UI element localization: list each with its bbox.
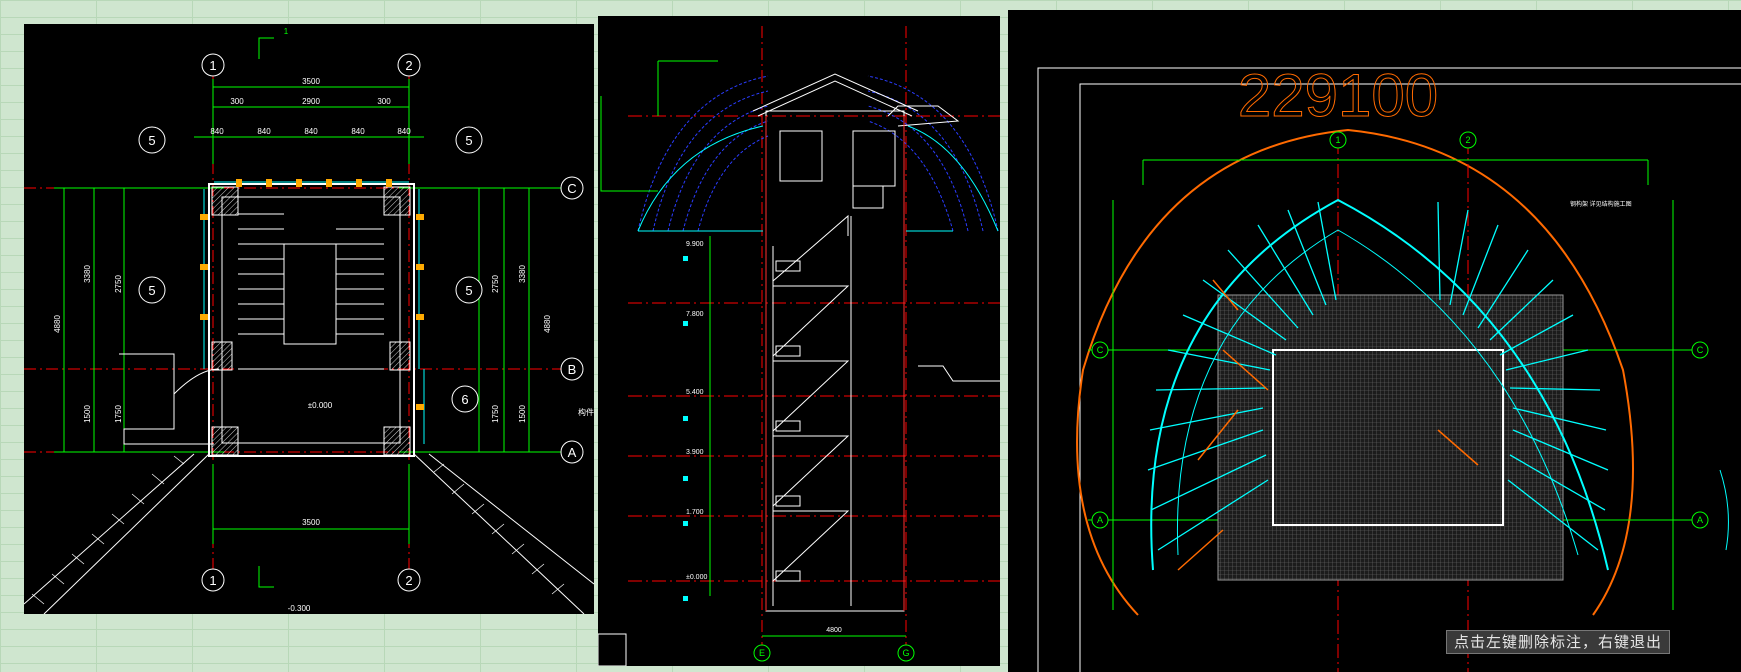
level-dimension [600, 60, 906, 637]
wall-sections [765, 116, 905, 611]
ucs-icon [598, 633, 627, 666]
dim-overall-top: 3500 [302, 77, 320, 86]
dim-post-1: 840 [210, 127, 224, 136]
roof-axis-label-a-left: A [1097, 515, 1103, 525]
canopy-edge-outer [1150, 198, 1609, 571]
dim-bottom-section: 4800 [826, 627, 842, 634]
dim-right-inner-upper: 2750 [491, 275, 500, 293]
dim-left-total: 4880 [53, 315, 62, 333]
detail-mark-mid-left: 5 [148, 283, 155, 298]
roof-canvas: 229100 [1037, 62, 1741, 672]
dim-bottom: 3500 [302, 518, 320, 527]
axis-label-e: E [759, 648, 765, 658]
ramp-hatch [31, 455, 565, 605]
dim-post-3: 840 [304, 127, 318, 136]
stair-section [772, 214, 852, 606]
level-tags [683, 256, 688, 601]
detail-mark-top-left: 5 [148, 133, 155, 148]
level-label-1: 9.900 [686, 241, 704, 248]
dim-right-lower: 1500 [518, 405, 527, 423]
dim-right-upper: 3380 [518, 265, 527, 283]
detail-mark-6: 6 [461, 392, 468, 407]
roof-axis-label-1: 1 [1335, 135, 1340, 145]
approach-ramps [24, 453, 594, 614]
dim-left-lower: 1500 [83, 405, 92, 423]
side-note: 构件 [578, 407, 594, 417]
dim-post-2: 840 [257, 127, 271, 136]
axis-label-a: A [568, 445, 577, 460]
axis-label-top-2: 2 [405, 58, 412, 73]
section-drawing-viewport[interactable]: 9.900 7.800 5.400 3.900 1.700 ±0.000 480… [598, 16, 1000, 666]
plan-drawing-viewport[interactable]: 1 2 1 2 C B A 5 5 5 5 6 1 3500 300 2900 … [24, 24, 594, 614]
axis-bubbles-section [753, 644, 915, 662]
section-mark-top: 1 [284, 27, 289, 36]
dim-left-inner-upper: 2750 [114, 275, 123, 293]
section-canvas: 9.900 7.800 5.400 3.900 1.700 ±0.000 480… [598, 26, 1000, 666]
canopy-ribs [1147, 201, 1609, 551]
dim-left-inner-lower: 1750 [114, 405, 123, 423]
building-shell [752, 73, 960, 612]
roof-axis-label-a-right: A [1697, 515, 1703, 525]
dim-top-left: 300 [230, 97, 244, 106]
stair-flights [119, 213, 384, 445]
axis-bubbles [138, 53, 584, 592]
level-label-5: 1.700 [686, 509, 704, 516]
detail-mark-top-right: 5 [465, 133, 472, 148]
sheet-frame [1037, 67, 1741, 672]
detail-mark-mid-right: 5 [465, 283, 472, 298]
canopy-edge-inner [1176, 229, 1579, 556]
roof-axis-bubbles [1091, 131, 1709, 529]
plan-canvas: 1 2 1 2 C B A 5 5 5 5 6 1 3500 300 2900 … [24, 27, 594, 614]
dimension-lines [54, 37, 564, 588]
roof-axis-label-c-right: C [1697, 345, 1704, 355]
dim-post-4: 840 [351, 127, 365, 136]
dim-right-inner-lower: 1750 [491, 405, 500, 423]
axis-label-g: G [902, 648, 909, 658]
level-label-6: ±0.000 [686, 574, 707, 581]
ground-line [918, 365, 1000, 382]
dome-arcs [637, 75, 999, 232]
stair-wall-inner [221, 196, 401, 444]
roof-axis-label-c-left: C [1097, 345, 1104, 355]
level-label-2: 7.800 [686, 311, 704, 318]
outer-canopy-arc [1076, 128, 1634, 616]
roof-note: 钢构架 详见结构施工图 [1570, 200, 1632, 208]
level-label: -0.300 [288, 604, 311, 613]
axis-label-bottom-1: 1 [209, 573, 216, 588]
dim-top-right: 300 [377, 97, 391, 106]
wall-columns [211, 186, 411, 456]
axis-label-c: C [567, 181, 576, 196]
floor-lines [628, 115, 1000, 582]
dome-cyan [637, 125, 999, 232]
axis-label-top-1: 1 [209, 58, 216, 73]
dim-right-total: 4880 [543, 315, 552, 333]
elevation-label: ±0.000 [308, 401, 333, 410]
level-label-3: 5.400 [686, 389, 704, 396]
stair-wall-outline [208, 183, 415, 457]
roof-plan-viewport[interactable]: 229100 [1008, 10, 1741, 672]
command-prompt-tooltip: 点击左键删除标注，右键退出 [1446, 630, 1670, 654]
dim-top-mid: 2900 [302, 97, 320, 106]
level-label-4: 3.900 [686, 449, 704, 456]
roof-axis-label-2: 2 [1465, 135, 1470, 145]
axis-label-bottom-2: 2 [405, 573, 412, 588]
axis-label-b: B [568, 362, 577, 377]
dim-left-upper: 3380 [83, 265, 92, 283]
orange-rib-highlights [1177, 279, 1479, 571]
railing-posts [200, 179, 424, 410]
edge-arc-fragment [1719, 469, 1729, 551]
title-number: 229100 [1238, 62, 1438, 129]
dim-post-5: 840 [397, 127, 411, 136]
roof-inner-square [1272, 349, 1504, 526]
